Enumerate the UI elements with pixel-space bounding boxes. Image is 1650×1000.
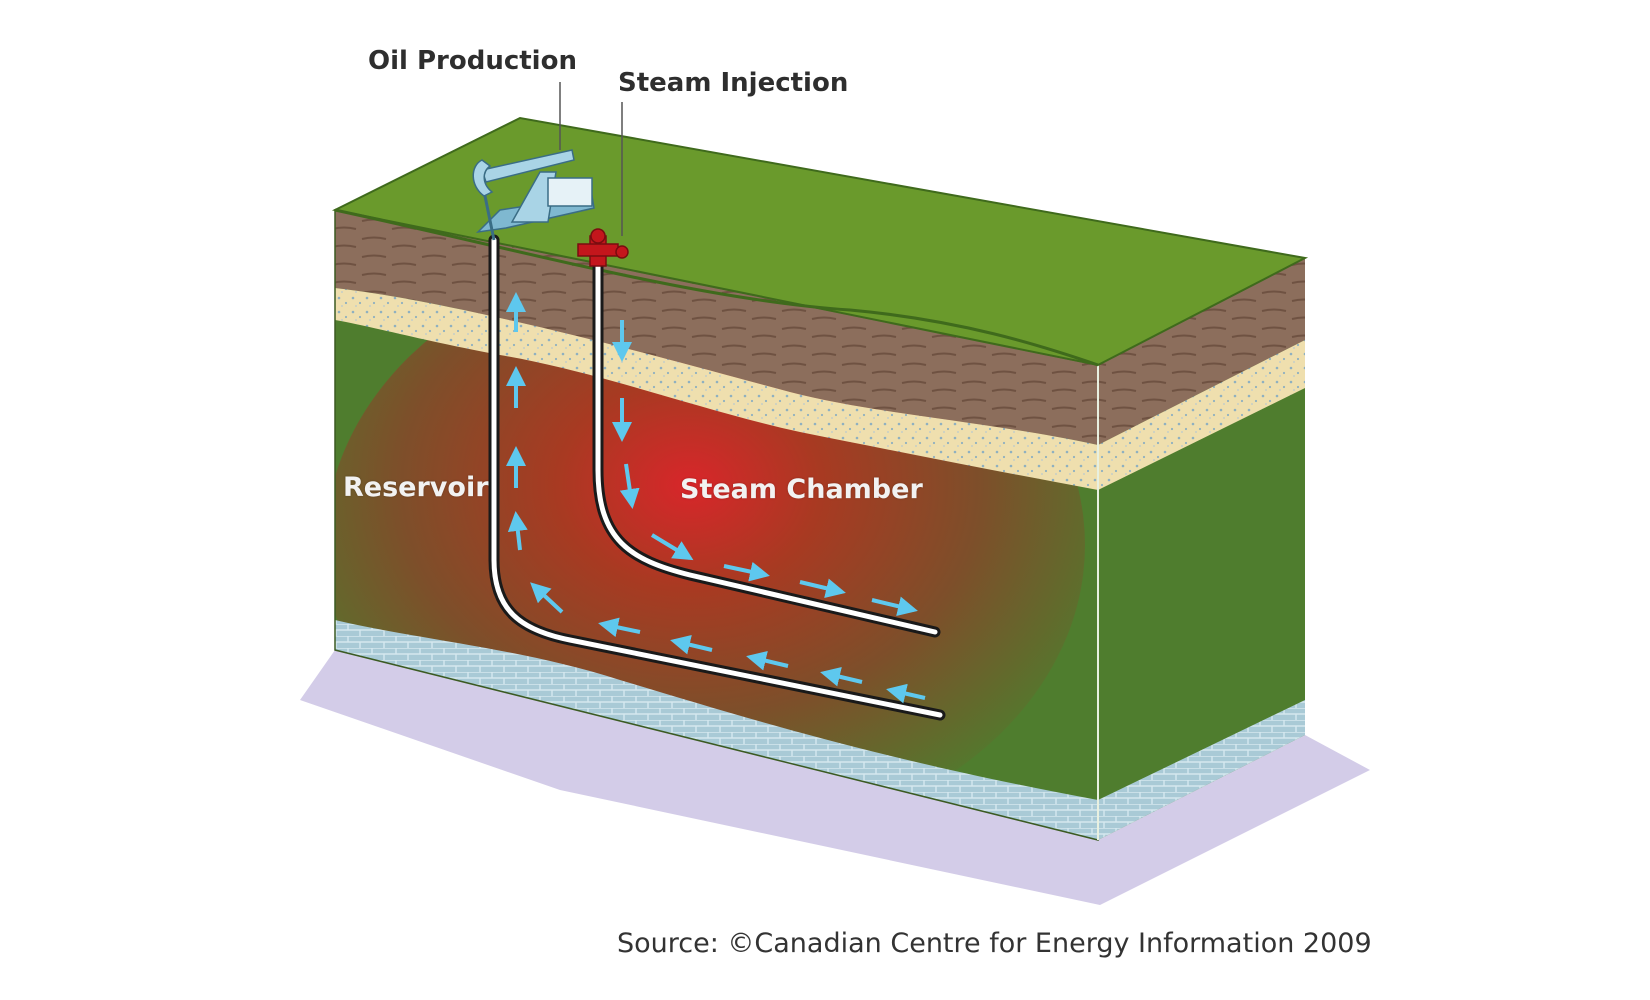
production-well <box>488 234 946 721</box>
oil-production-label: Oil Production <box>368 46 577 76</box>
right-side-face <box>1097 258 1305 840</box>
steam-injection-label: Steam Injection <box>618 68 849 98</box>
steam-chamber-label: Steam Chamber <box>680 474 923 505</box>
reservoir-label: Reservoir <box>343 472 489 503</box>
ground-shadow <box>300 650 1370 905</box>
topsoil-layer <box>335 210 1098 445</box>
limestone-base <box>335 620 1098 840</box>
steam-wellhead-icon <box>577 228 629 267</box>
oil-flow-arrows <box>506 292 926 704</box>
source-caption: Source: ©Canadian Centre for Energy Info… <box>617 928 1372 959</box>
injection-well <box>592 256 941 638</box>
steam-flow-arrows <box>612 320 918 617</box>
pumpjack-icon <box>472 149 595 241</box>
sand-layer <box>335 288 1098 490</box>
